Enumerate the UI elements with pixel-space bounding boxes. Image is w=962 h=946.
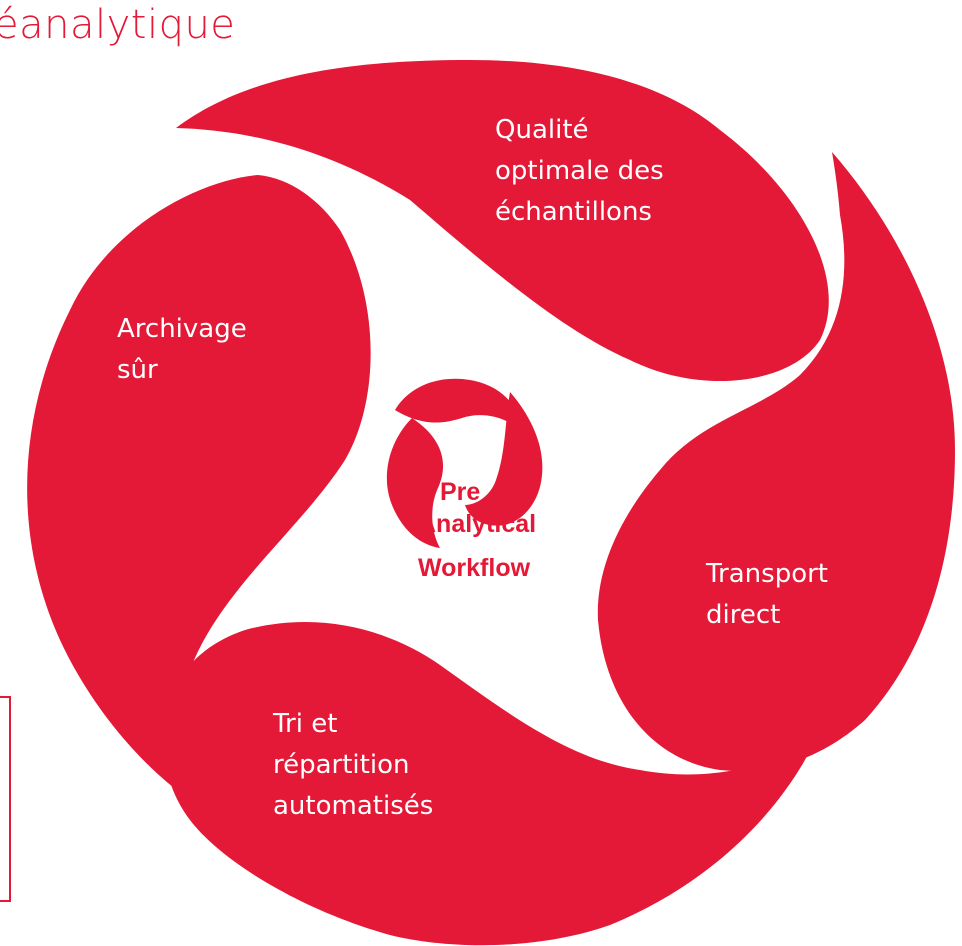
logo-petal-left <box>386 418 444 548</box>
label-sorting-line-3: automatisés <box>273 791 433 821</box>
label-sorting-line-1: Tri et <box>272 709 337 739</box>
label-archive-line-2: sûr <box>117 355 158 385</box>
petal-transport <box>597 152 955 771</box>
center-logo: Pre Analytical Workflow <box>386 378 543 582</box>
label-quality: Qualité optimale des échantillons <box>495 115 672 227</box>
label-quality-line-2: optimale des <box>495 156 664 186</box>
petal-sorting <box>163 622 821 946</box>
label-sorting: Tri et répartition automatisés <box>272 709 433 821</box>
petal-quality <box>176 60 829 382</box>
side-frame <box>0 696 11 902</box>
logo-line-1: Pre <box>440 478 480 506</box>
logo-petal-top <box>395 378 522 432</box>
label-transport-line-2: direct <box>706 600 780 630</box>
logo-petal-right <box>465 392 543 526</box>
label-transport-line-1: Transport <box>705 559 828 589</box>
label-archive: Archivage sûr <box>117 314 255 385</box>
label-quality-line-1: Qualité <box>495 115 589 145</box>
logo-text: Pre Analytical Workflow <box>418 478 543 582</box>
label-quality-line-3: échantillons <box>495 197 652 227</box>
page-title: éanalytique <box>0 2 236 48</box>
logo-line-2: Analytical <box>418 510 536 538</box>
label-transport: Transport direct <box>705 559 836 630</box>
label-sorting-line-2: répartition <box>273 750 409 780</box>
label-archive-line-1: Archivage <box>117 314 247 344</box>
logo-line-3: Workflow <box>418 554 531 582</box>
petal-archive <box>27 175 371 800</box>
